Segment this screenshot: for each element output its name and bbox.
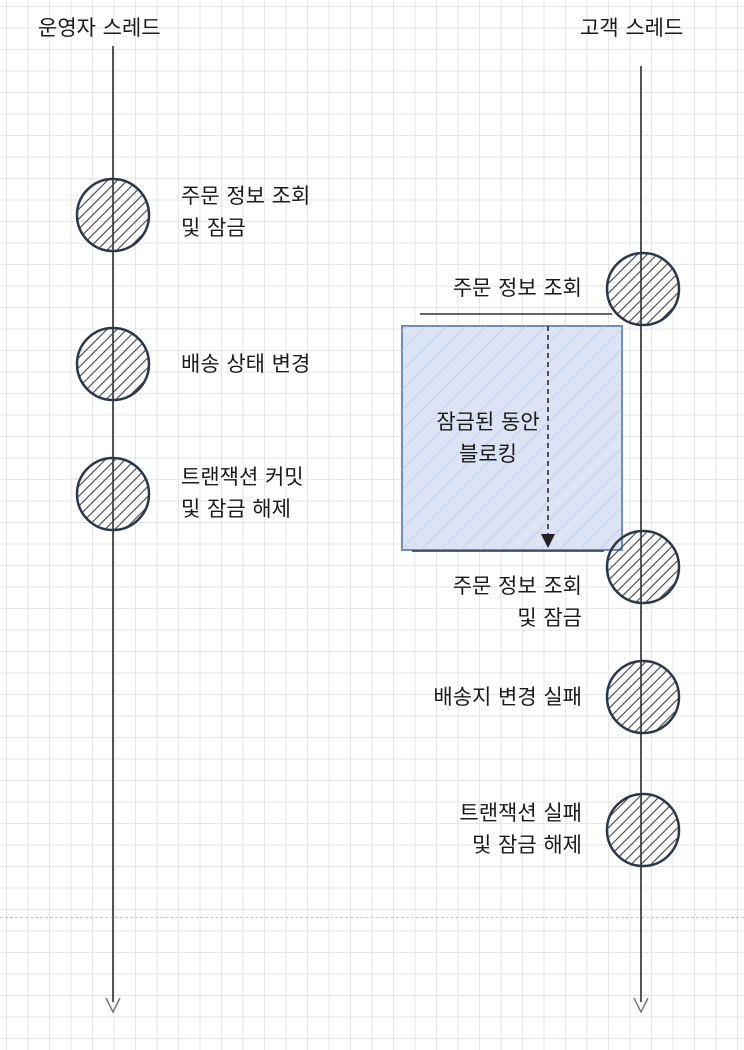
operator-step-label: 트랜잭션 커밋 및 잠금 해제: [181, 465, 304, 521]
blocking-region: [401, 325, 623, 551]
customer-step-node: [605, 659, 681, 735]
blocking-arrow: [541, 326, 555, 548]
customer-step-node: [605, 792, 681, 868]
customer-thread-title: 고객 스레드: [580, 16, 684, 40]
blocking-label: 잠금된 동안 블로킹: [436, 410, 540, 466]
dashed-divider: [0, 917, 744, 918]
operator-step-label: 주문 정보 조회 및 잠금: [181, 184, 311, 240]
operator-step-node: [75, 456, 151, 532]
operator-step-label: 배송 상태 변경: [181, 352, 311, 376]
operator-step-node: [75, 177, 151, 253]
customer-step-label: 트랜잭션 실패 및 잠금 해제: [459, 801, 582, 857]
customer-step-node: [605, 251, 681, 327]
customer-step-label: 주문 정보 조회 및 잠금: [452, 574, 582, 630]
operator-step-node: [75, 326, 151, 402]
customer-step-label: 주문 정보 조회: [452, 276, 582, 300]
customer-step-node: [605, 529, 681, 605]
customer-step-label: 배송지 변경 실패: [433, 685, 582, 709]
operator-thread-title: 운영자 스레드: [38, 16, 161, 40]
